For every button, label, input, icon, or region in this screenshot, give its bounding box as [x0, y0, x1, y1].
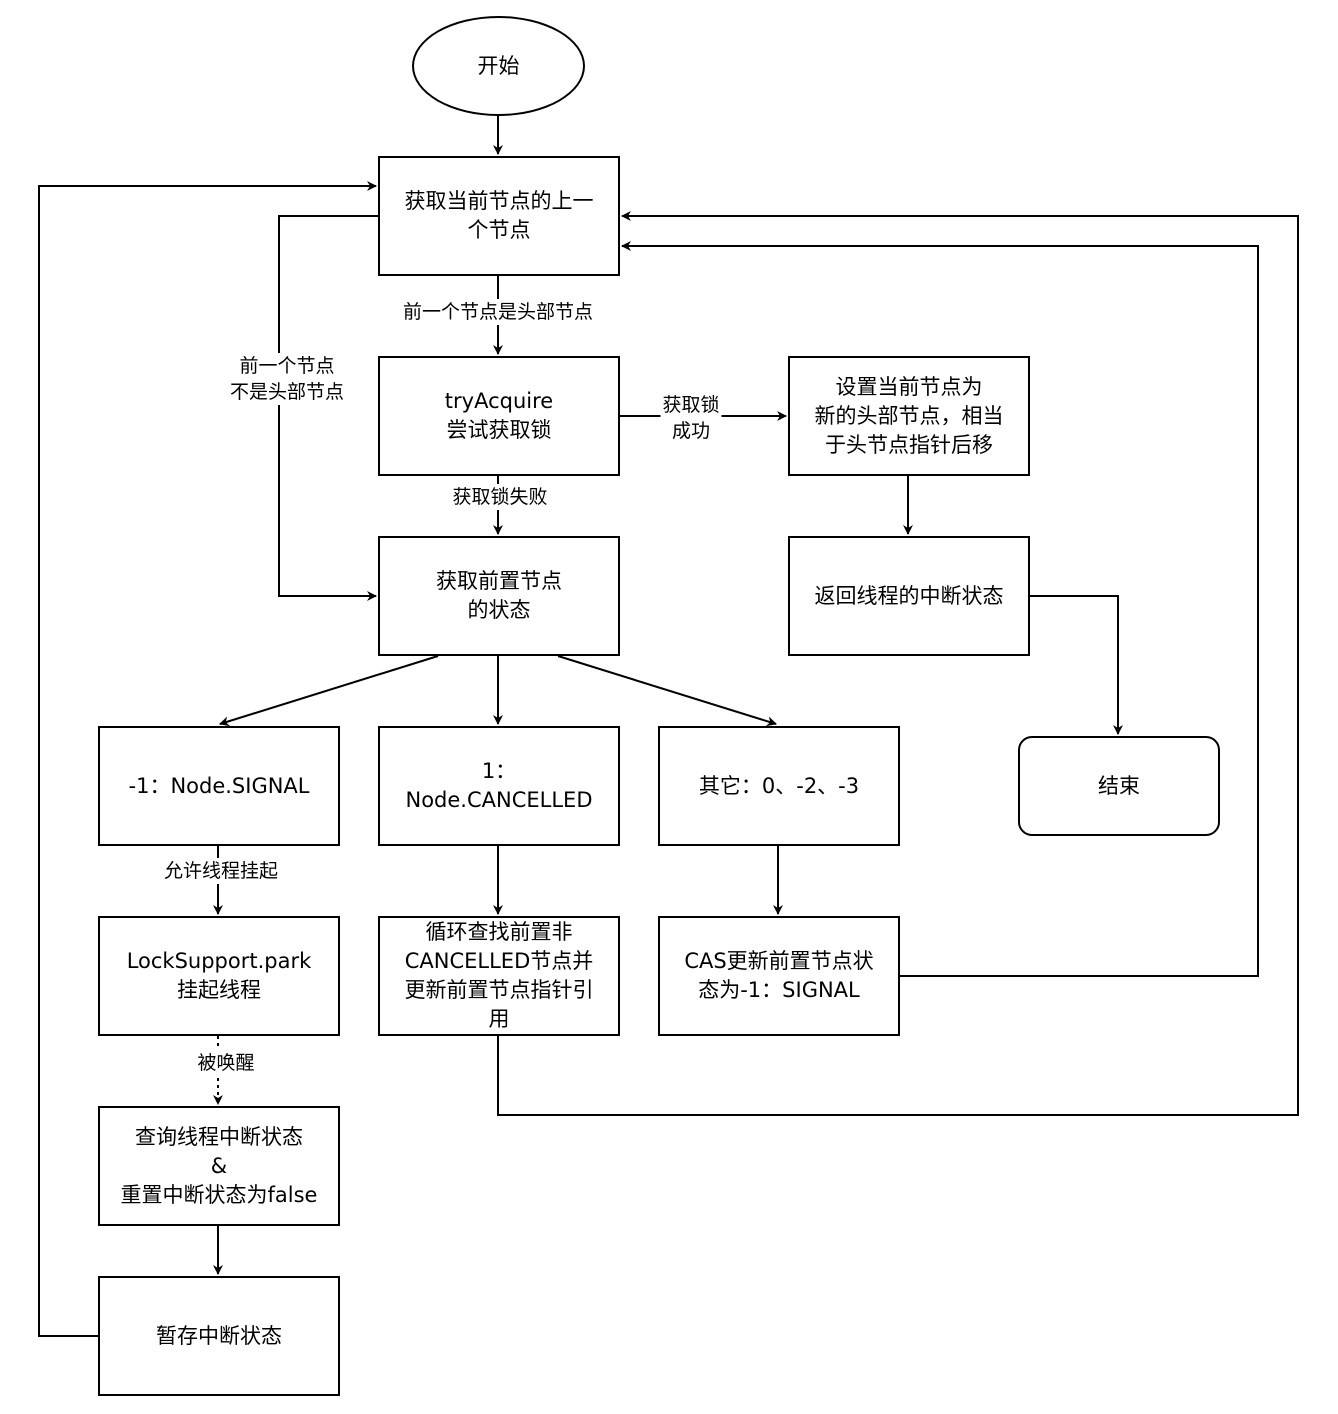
query-interrupt-node: 查询线程中断状态 & 重置中断状态为false: [98, 1106, 340, 1226]
edge-label-prev-not-head: 前一个节点 不是头部节点: [227, 353, 347, 405]
edge-label-woken: 被唤醒: [195, 1050, 257, 1076]
get-state-node: 获取前置节点 的状态: [378, 536, 620, 656]
loop-find-node: 循环查找前置非 CANCELLED节点并 更新前置节点指针引 用: [378, 916, 620, 1036]
edge-return-to-end: [1030, 595, 1123, 735]
edge-label-allow-park: 允许线程挂起: [161, 858, 281, 884]
edge-label-acquire-fail: 获取锁失败: [450, 484, 550, 510]
return-interrupt-node: 返回线程的中断状态: [788, 536, 1030, 656]
park-node: LockSupport.park 挂起线程: [98, 916, 340, 1036]
set-head-node: 设置当前节点为 新的头部节点，相当 于头节点指针后移: [788, 356, 1030, 476]
get-prev-node: 获取当前节点的上一 个节点: [378, 156, 620, 276]
edge-get-prev-to-get-state: [278, 215, 378, 601]
save-interrupt-node: 暂存中断状态: [98, 1276, 340, 1396]
edge-save-to-get-prev: [38, 181, 377, 1337]
edge-get-state-to-signal: [219, 655, 439, 727]
cas-update-node: CAS更新前置节点状 态为-1：SIGNAL: [658, 916, 900, 1036]
edge-label-prev-is-head: 前一个节点是头部节点: [400, 299, 596, 325]
edge-get-state-to-other: [557, 655, 777, 727]
end-node: 结束: [1018, 736, 1220, 836]
start-node: 开始: [412, 16, 585, 116]
other-node: 其它：0、-2、-3: [658, 726, 900, 846]
try-acquire-node: tryAcquire 尝试获取锁: [378, 356, 620, 476]
edge-cas-to-get-prev: [621, 241, 1259, 977]
cancelled-node: 1： Node.CANCELLED: [378, 726, 620, 846]
edge-loop-find-to-get-prev: [497, 211, 1299, 1116]
edge-label-acquire-success: 获取锁 成功: [660, 392, 722, 444]
signal-node: -1：Node.SIGNAL: [98, 726, 340, 846]
